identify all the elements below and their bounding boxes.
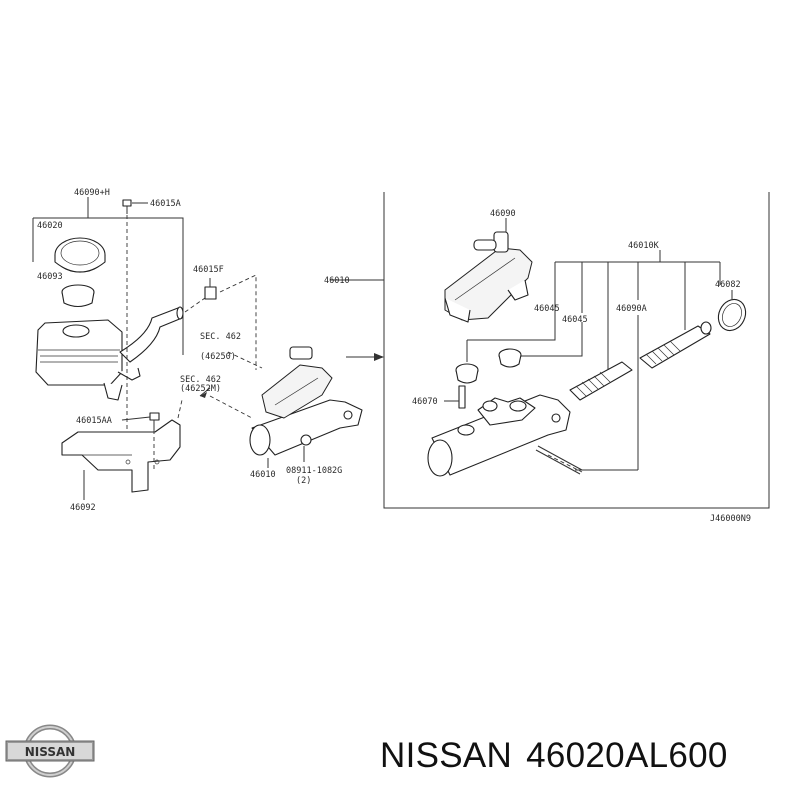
label-46020: 46020: [37, 221, 63, 231]
label-46252m: (46252M): [180, 384, 221, 394]
small-cylinder-callouts: [199, 279, 384, 468]
logo-wordmark: NISSAN: [25, 745, 76, 759]
detail-panel-frame: [383, 192, 770, 509]
label-46010-small: 46010: [250, 470, 276, 480]
seal-46045-left: [455, 303, 556, 384]
label-qty-2: (2): [296, 476, 311, 486]
nissan-logo: NISSAN: [5, 724, 95, 778]
label-46015aa: 46015AA: [76, 416, 112, 426]
callout-labels: 46090+H 46015A 46020 46093 46015F 46010 …: [37, 188, 751, 524]
label-reference-code: J46000N9: [710, 514, 751, 524]
brand-name: NISSAN: [380, 736, 513, 775]
strainer: [61, 284, 95, 308]
bolt-46015aa: [121, 412, 160, 472]
label-46250: (46250): [200, 352, 236, 362]
label-sec462-a: SEC. 462: [200, 332, 241, 342]
label-46010-main: 46010: [324, 276, 350, 286]
clip-46015f: [184, 274, 257, 370]
label-46010k: 46010K: [628, 241, 660, 251]
reservoir-hose: [119, 306, 184, 363]
direction-arrow: [346, 353, 384, 361]
label-08911: 08911-1082G: [286, 466, 342, 476]
label-46070: 46070: [412, 397, 438, 407]
label-46090: 46090: [490, 209, 516, 219]
master-cylinder-small: [249, 346, 363, 456]
part-title: NISSAN 46020AL600: [380, 736, 795, 788]
reservoir-46090: [444, 218, 533, 323]
piston-46090a: [569, 361, 633, 401]
bracket-46092: [61, 399, 183, 500]
label-46082: 46082: [715, 280, 741, 290]
label-sec462-b: SEC. 462: [180, 375, 221, 385]
reservoir-tank: [35, 319, 141, 401]
label-46045-b: 46045: [562, 315, 588, 325]
label-46092: 46092: [70, 503, 96, 513]
kit-46010k-lines: [554, 250, 721, 471]
label-46045-a: 46045: [534, 304, 560, 314]
label-46090a: 46090A: [616, 304, 647, 314]
reservoir-cap: [54, 237, 106, 273]
label-46015f: 46015F: [193, 265, 224, 275]
piston-46010k: [639, 321, 712, 369]
pin-46070: [444, 385, 466, 409]
label-46093: 46093: [37, 272, 63, 282]
label-46015a: 46015A: [150, 199, 181, 209]
seal-46045-right: [498, 322, 583, 368]
reservoir-kit-bracket: [32, 197, 184, 355]
bolt-46015a: [122, 199, 148, 470]
master-cylinder-body: [427, 394, 583, 477]
part-number: 46020AL600: [526, 736, 728, 775]
ring-46082: [717, 290, 747, 332]
label-46090h: 46090+H: [74, 188, 110, 198]
